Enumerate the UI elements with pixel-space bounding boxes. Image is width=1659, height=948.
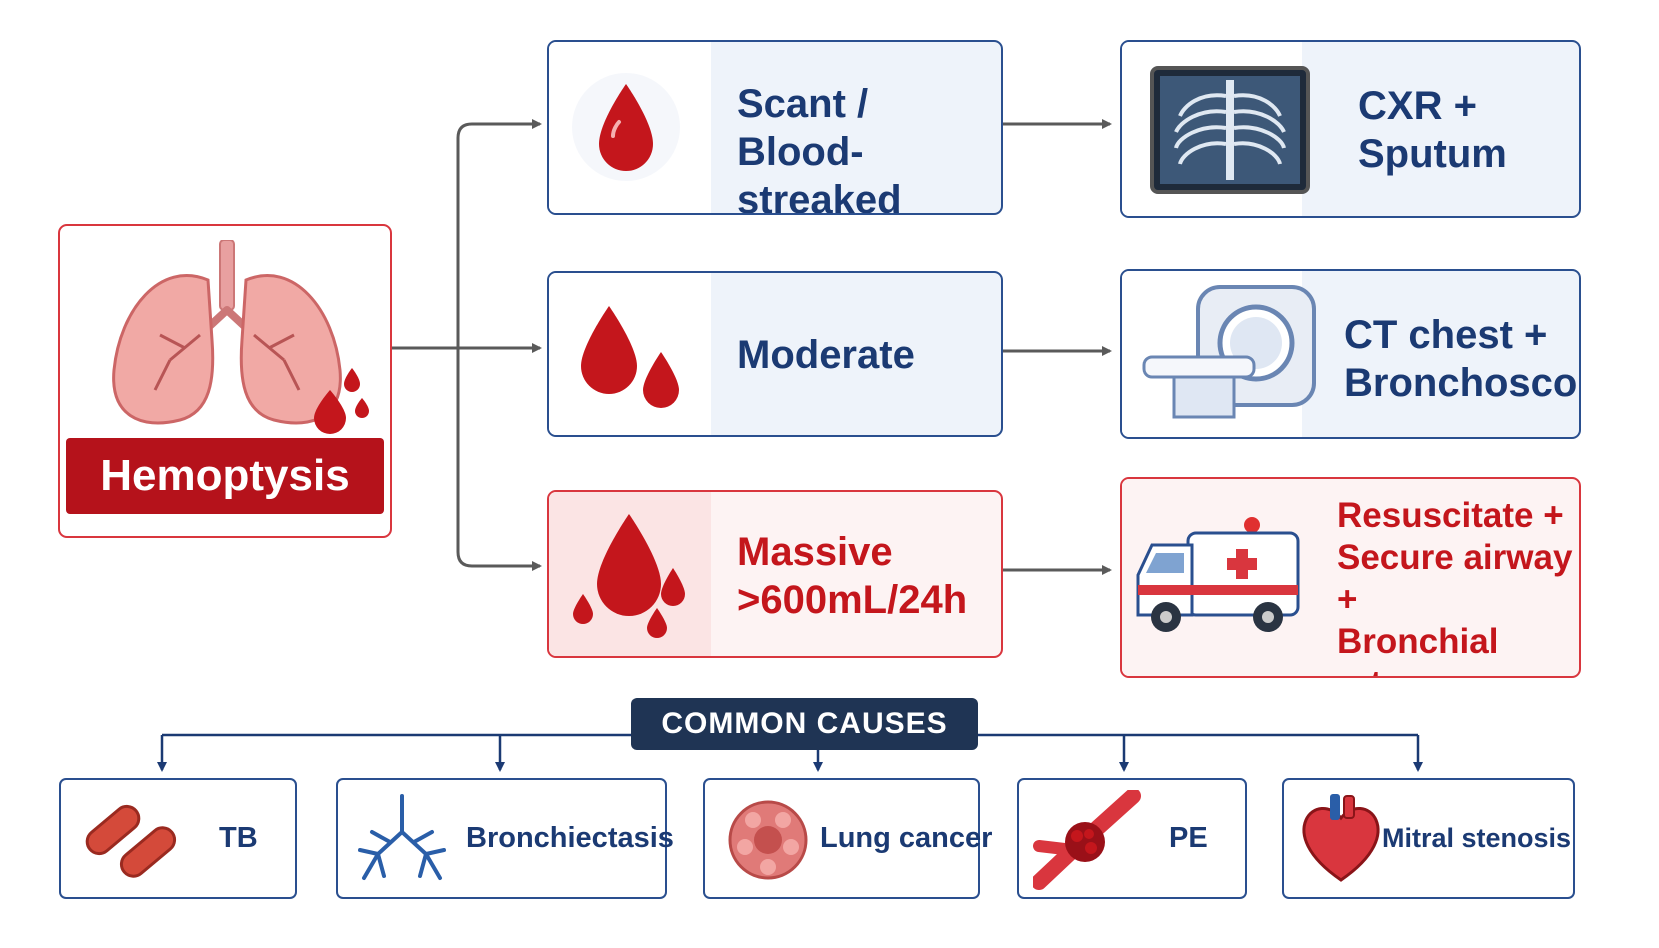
- action-label-moderate: CT chest + Bronchoscopy: [1344, 313, 1579, 405]
- bacteria-icon: [85, 804, 177, 878]
- action-label-massive: Resuscitate + Secure airway + Bronchial …: [1337, 496, 1573, 676]
- ambulance-icon: [1136, 517, 1300, 632]
- blood-clot-icon: [1033, 790, 1141, 890]
- branch-trunk: [456, 119, 542, 139]
- two-drops-icon: [581, 306, 679, 408]
- bronchial-tree-icon: [358, 794, 446, 880]
- chest-xray-icon: [1150, 66, 1310, 194]
- cause-label-tb: TB: [219, 822, 258, 854]
- severity-label-massive: Massive >600mL/24h: [737, 530, 968, 622]
- common-causes-heading: COMMON CAUSES: [631, 698, 978, 750]
- root-label-banner: Hemoptysis: [66, 438, 384, 514]
- cause-label-mitral-stenosis: Mitral stenosis: [1382, 823, 1572, 853]
- severity-label-moderate: Moderate: [737, 333, 915, 377]
- root-box: Hemoptysis: [58, 224, 392, 538]
- action-box-scant: CXR + Sputum: [1120, 40, 1581, 218]
- cause-box-pe: PE: [1017, 778, 1247, 899]
- action-box-moderate: CT chest + Bronchoscopy: [1120, 269, 1581, 439]
- severity-box-massive: Massive >600mL/24h: [547, 490, 1003, 658]
- common-causes-heading-text: COMMON CAUSES: [661, 707, 948, 740]
- blood-drop-icon: [572, 73, 680, 181]
- cause-label-pe: PE: [1169, 822, 1208, 854]
- heart-icon: [1302, 794, 1380, 882]
- ct-scanner-icon: [1142, 285, 1316, 419]
- cause-box-bronchiectasis: Bronchiectasis: [336, 778, 674, 899]
- cause-box-mitral-stenosis: Mitral stenosis: [1282, 778, 1575, 899]
- cause-box-tb: TB: [59, 778, 297, 899]
- severity-box-moderate: Moderate: [547, 271, 1003, 437]
- action-box-massive: Resuscitate + Secure airway + Bronchial …: [1120, 477, 1581, 678]
- cause-label-bronchiectasis: Bronchiectasis: [466, 822, 674, 854]
- cause-box-lung-cancer: Lung cancer: [703, 778, 992, 899]
- cause-label-lung-cancer: Lung cancer: [820, 822, 993, 854]
- lungs-icon: [112, 240, 369, 434]
- cancer-cell-icon: [728, 800, 808, 880]
- many-drops-icon: [573, 514, 685, 638]
- severity-box-scant: Scant / Blood-streaked: [547, 40, 1003, 215]
- action-label-scant: CXR + Sputum: [1358, 84, 1507, 176]
- root-label: Hemoptysis: [100, 451, 350, 500]
- severity-label-scant: Scant / Blood-streaked: [737, 82, 902, 215]
